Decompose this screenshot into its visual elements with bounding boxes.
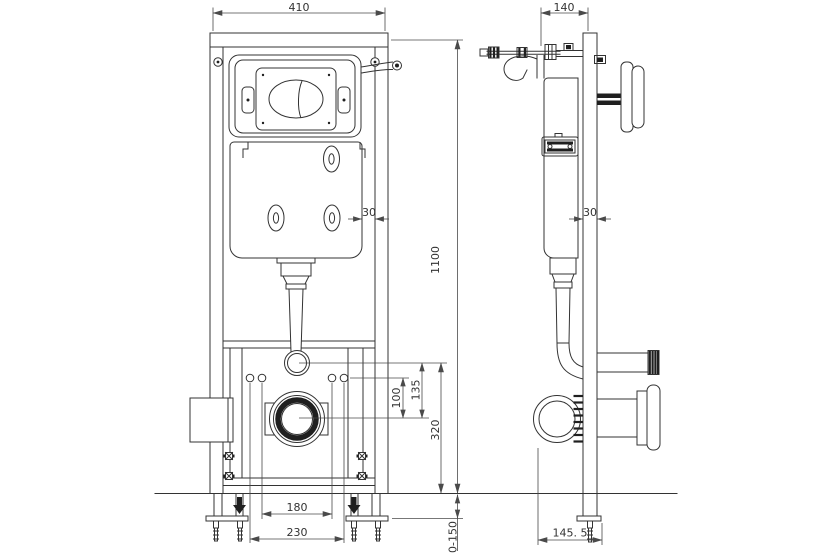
- flush-plate: [241, 67, 351, 131]
- access-panel: [213, 54, 380, 138]
- dim-inlet-to-outlet: 135: [410, 380, 423, 401]
- side-dimensions: 140 30 145. 5: [537, 1, 611, 545]
- dim-holes-inner: 180: [287, 501, 308, 514]
- waste-outlet: [264, 350, 329, 447]
- dim-front-rail: 30: [362, 206, 376, 219]
- dim-drain-offset: 145. 5: [553, 527, 588, 540]
- dim-inlet-height: 320: [429, 420, 442, 441]
- flush-pipe: [276, 257, 316, 353]
- foot-stud: [375, 520, 381, 542]
- front-frame: [209, 32, 389, 494]
- drain-elbow: [533, 395, 581, 443]
- front-dimensions: 410 1100 30 100 135 320: [212, 1, 463, 553]
- foot-stud: [351, 520, 357, 542]
- fill-valve-assembly: [479, 43, 584, 81]
- flush-bend: [556, 342, 584, 380]
- adjustable-feet: [205, 493, 389, 542]
- rail-bolts: [223, 451, 368, 481]
- dim-side-depth: 140: [554, 1, 575, 14]
- foot-stud: [237, 520, 243, 542]
- side-drain: [533, 350, 661, 451]
- side-view: 140 30 145. 5: [479, 1, 661, 545]
- supply-pipe: [596, 352, 649, 373]
- wall-bracket: [594, 55, 645, 133]
- outlet-pipe: [596, 398, 638, 438]
- fixing-holes: [245, 373, 349, 383]
- gasket-ribs: [573, 394, 583, 443]
- foot-stud: [213, 520, 219, 542]
- frame-top-rail: [209, 32, 389, 48]
- cistern-tank: [229, 141, 366, 259]
- front-view: 410 1100 30 100 135 320: [189, 1, 463, 553]
- foot-stud: [587, 520, 593, 543]
- dim-side-rail: 30: [583, 206, 597, 219]
- dim-foot-range: 0-150: [447, 521, 460, 553]
- side-cistern: [543, 77, 584, 380]
- water-inlet-pipe: [360, 60, 402, 74]
- retaining-clip: [242, 142, 249, 158]
- dim-front-width: 410: [289, 1, 310, 14]
- flush-button: [268, 79, 324, 119]
- side-bracket-box: [189, 397, 234, 443]
- dim-holes-outer: 230: [287, 526, 308, 539]
- retaining-clip: [359, 142, 366, 158]
- slot-bracket: [541, 133, 579, 157]
- mounting-plate: [189, 347, 364, 479]
- side-frame: [576, 32, 602, 543]
- dim-hole-to-outlet: 100: [390, 388, 403, 409]
- dim-front-height: 1100: [429, 246, 442, 274]
- fill-valve-hook: [503, 55, 538, 81]
- flush-button-split: [298, 80, 303, 119]
